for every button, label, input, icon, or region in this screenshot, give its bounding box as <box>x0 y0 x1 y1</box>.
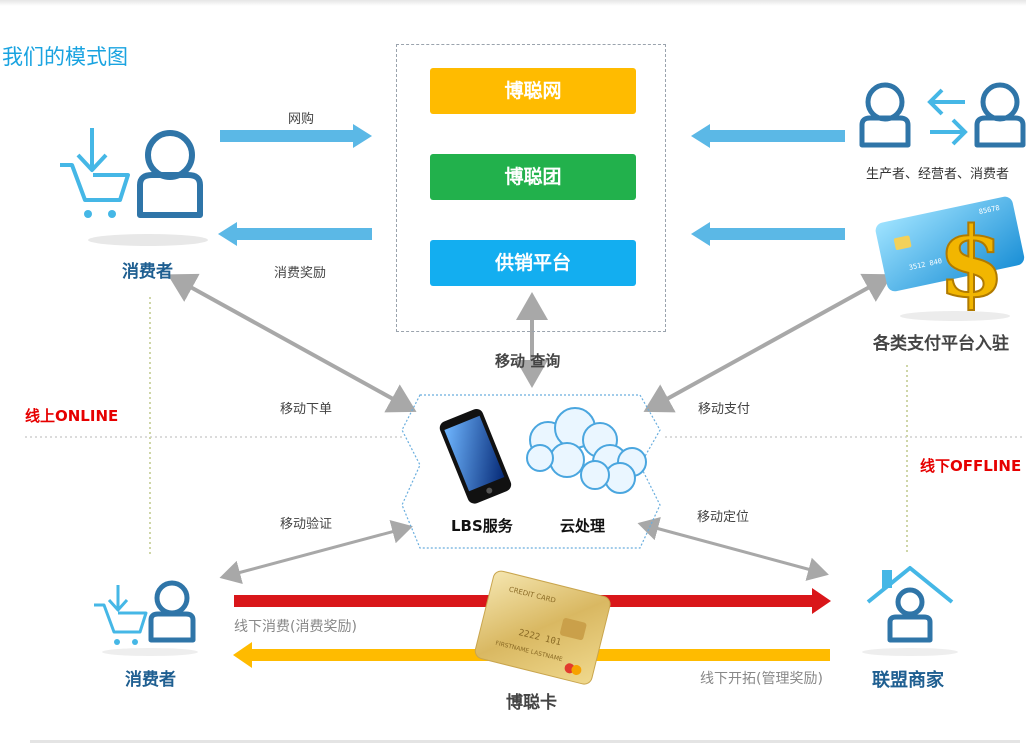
label-lbs: LBS服务 <box>451 517 513 535</box>
payment-card-icon <box>875 196 1025 292</box>
bocong-card-icon: 2222 101 CREDIT CARD FIRSTNAME LASTNAME <box>474 570 611 685</box>
page-title: 我们的模式图 <box>2 45 128 69</box>
platform-box <box>396 44 666 332</box>
label-consumer-top: 消费者 <box>122 262 173 282</box>
arrow-producers-in <box>691 124 845 148</box>
label-merchant: 联盟商家 <box>872 670 944 691</box>
center-hub-frame <box>401 394 661 549</box>
cart-icon-bottom <box>94 585 148 645</box>
arrow-payment-in <box>691 222 845 246</box>
merchant-person-icon <box>887 587 933 643</box>
svg-text:$: $ <box>938 206 1005 319</box>
arrow-mobile-order <box>167 273 417 413</box>
label-mobile-order: 移动下单 <box>280 402 333 417</box>
label-offline-expand: 线下开拓(管理奖励) <box>700 671 823 687</box>
producers-icon <box>859 82 1026 148</box>
cart-icon-top <box>60 128 130 218</box>
cloud-icon <box>526 407 647 494</box>
arrow-mobile-pay <box>643 273 893 413</box>
platform-bocong-group[interactable]: 博聪团 <box>430 154 636 200</box>
label-mobile-verify: 移动验证 <box>280 517 333 532</box>
label-online-zone: 线上ONLINE <box>25 407 119 425</box>
person-icon-top <box>137 130 203 218</box>
top-divider <box>0 0 1026 6</box>
arrow-consumption-reward <box>218 222 372 246</box>
bottom-divider <box>30 740 1020 743</box>
label-payment-platforms: 各类支付平台入驻 <box>873 334 1009 354</box>
arrow-mobile-locate <box>637 516 829 581</box>
label-producers: 生产者、经营者、消费者 <box>866 167 1010 182</box>
label-offline-zone: 线下OFFLINE <box>920 457 1022 475</box>
person-icon-bottom <box>148 580 196 643</box>
label-consumer-bottom: 消费者 <box>125 670 176 690</box>
exchange-arrows-icon <box>927 88 968 146</box>
arrow-mobile-verify <box>219 520 413 585</box>
label-offline-consume: 线下消费(消费奖励) <box>234 619 357 635</box>
label-mobile-query: 移动 查询 <box>495 352 561 370</box>
label-bocong-card: 博聪卡 <box>506 693 557 713</box>
platform-supply-sales[interactable]: 供销平台 <box>430 240 636 286</box>
label-online-shopping: 网购 <box>288 112 315 127</box>
shadow <box>88 234 208 246</box>
dollar-sign-icon: $ <box>937 205 1006 320</box>
platform-bocong-net[interactable]: 博聪网 <box>430 68 636 114</box>
phone-icon <box>439 409 512 504</box>
label-mobile-locate: 移动定位 <box>697 510 750 525</box>
arrow-online-shopping <box>220 124 372 148</box>
label-mobile-pay: 移动支付 <box>698 402 751 417</box>
label-cloud: 云处理 <box>560 517 606 535</box>
label-consumption-reward: 消费奖励 <box>274 266 327 281</box>
house-icon <box>866 566 954 604</box>
